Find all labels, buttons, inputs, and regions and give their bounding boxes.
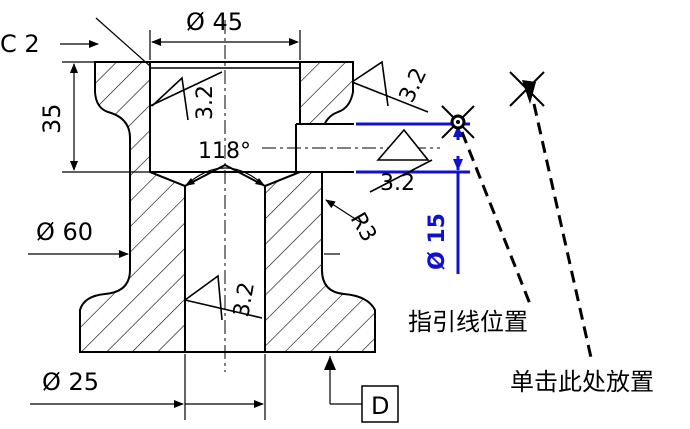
- dim-top-diameter: Ø 45: [149, 8, 301, 60]
- svg-text:3.2: 3.2: [380, 171, 415, 196]
- part-section: [79, 61, 376, 353]
- pointer-lines: [460, 103, 594, 363]
- roughness-upper-left: 3.2: [149, 71, 223, 121]
- chamfer-label: C 2: [0, 30, 40, 58]
- dim-height: 35: [38, 61, 150, 173]
- leader-position-label: 指引线位置: [408, 308, 528, 336]
- datum-label: D: [371, 392, 389, 420]
- dim-bottom-diameter: Ø 25: [30, 354, 266, 420]
- roughness-bore: 3.2: [184, 274, 263, 321]
- blue-diameter-label: Ø 15: [425, 213, 450, 270]
- svg-text:3.2: 3.2: [229, 280, 260, 319]
- dim-angle: 118°: [184, 139, 266, 187]
- click-to-place-label: 单击此处放置: [510, 368, 654, 396]
- centerlines: [224, 20, 440, 372]
- leader-cursor[interactable]: [441, 105, 475, 139]
- datum-symbol: D: [324, 356, 399, 423]
- radius-label: R3: [345, 209, 381, 247]
- height-label: 35: [38, 103, 66, 134]
- dim-chamfer: C 2: [0, 17, 151, 67]
- place-cursor[interactable]: [509, 71, 545, 107]
- top-diameter-label: Ø 45: [186, 8, 243, 36]
- blue-leader-dimension: Ø 15 3.2: [356, 122, 470, 274]
- svg-text:3.2: 3.2: [193, 85, 218, 120]
- dim-left-diameter: Ø 60: [28, 218, 340, 258]
- bottom-diameter-label: Ø 25: [42, 368, 99, 396]
- left-diameter-label: Ø 60: [36, 218, 93, 246]
- left-wall-section: [79, 61, 186, 353]
- angle-label: 118°: [198, 139, 251, 164]
- dim-radius: R3: [325, 199, 381, 247]
- svg-text:3.2: 3.2: [395, 64, 432, 106]
- right-wall-section: [264, 61, 376, 353]
- roughness-upper-right: 3.2: [351, 60, 432, 113]
